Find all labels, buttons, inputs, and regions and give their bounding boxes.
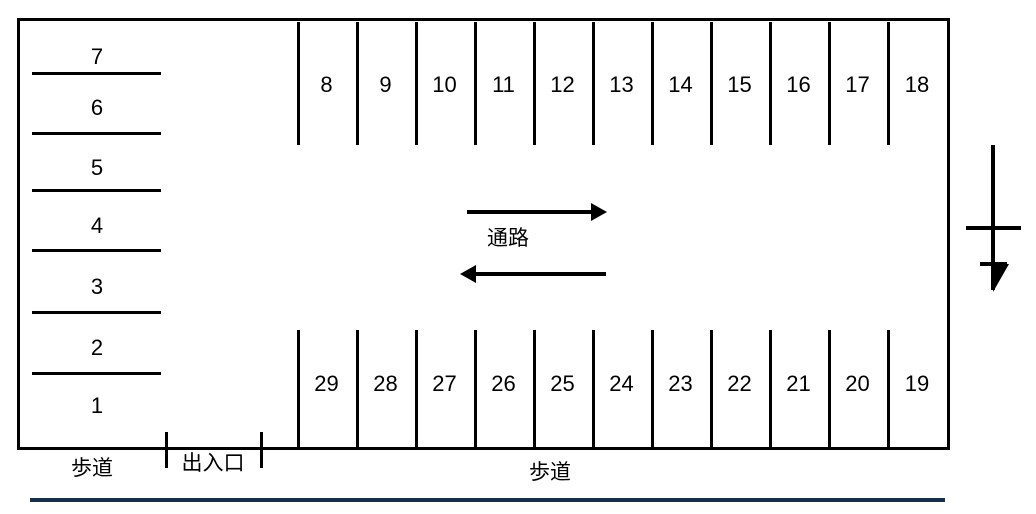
left-stall-divider-2: [32, 132, 161, 135]
top-row-divider-5: [592, 22, 595, 145]
arrow-left-icon: [460, 265, 476, 283]
top-row-divider-2: [415, 22, 418, 145]
left-stall-label-1: 1: [90, 393, 104, 418]
stall-label-8: 8: [320, 72, 333, 97]
stall-label-23: 23: [668, 371, 693, 396]
bottom-row-divider-4: [533, 330, 536, 447]
top-row-divider-9: [828, 22, 831, 145]
aisle-arrow-right: [467, 203, 607, 221]
left-stall-divider-3: [32, 189, 161, 192]
bottom-row-divider-7: [710, 330, 713, 447]
lot-boundary: [17, 18, 950, 450]
left-stall-label-2: 2: [90, 335, 104, 360]
arrow-left-shaft: [474, 272, 606, 276]
arrow-right-shaft: [467, 210, 593, 214]
stall-label-20: 20: [845, 371, 870, 396]
left-stall-divider-4: [32, 249, 161, 252]
bottom-row-divider-9: [828, 330, 831, 447]
left-stall-label-5: 5: [90, 155, 104, 180]
left-stall-divider-6: [32, 372, 161, 375]
stall-label-10: 10: [432, 72, 457, 97]
top-row-divider-0: [297, 22, 300, 145]
stall-label-29: 29: [314, 371, 339, 396]
top-row-divider-3: [474, 22, 477, 145]
top-row-divider-7: [710, 22, 713, 145]
entrance-tick-right: [260, 432, 263, 468]
stall-label-22: 22: [727, 371, 752, 396]
stall-label-24: 24: [609, 371, 634, 396]
stall-label-25: 25: [550, 371, 575, 396]
stall-label-9: 9: [379, 72, 392, 97]
left-stall-label-3: 3: [90, 274, 104, 299]
bottom-row-divider-8: [769, 330, 772, 447]
top-row-divider-8: [769, 22, 772, 145]
stall-label-15: 15: [727, 72, 752, 97]
left-stall-label-6: 6: [90, 95, 104, 120]
bottom-row-divider-6: [651, 330, 654, 447]
stall-label-14: 14: [668, 72, 693, 97]
bottom-row-divider-2: [415, 330, 418, 447]
entrance-tick-left: [165, 432, 168, 468]
top-row-divider-6: [651, 22, 654, 145]
bottom-row-divider-5: [592, 330, 595, 447]
stall-label-17: 17: [845, 72, 870, 97]
left-stall-divider-5: [32, 311, 161, 314]
aisle-arrow-left: [460, 265, 608, 283]
stall-label-18: 18: [904, 72, 930, 97]
stall-label-21: 21: [786, 371, 811, 396]
stall-label-16: 16: [786, 72, 811, 97]
bottom-row-divider-10: [887, 330, 890, 447]
bottom-row-divider-1: [356, 330, 359, 447]
arrow-right-icon: [591, 203, 607, 221]
caption-sidewalk-main: 歩道: [529, 461, 571, 484]
bottom-rule: [30, 498, 945, 502]
stall-label-13: 13: [609, 72, 634, 97]
top-row-divider-4: [533, 22, 536, 145]
left-stall-divider-1: [32, 72, 161, 75]
stall-label-11: 11: [492, 72, 515, 97]
stall-label-26: 26: [491, 371, 516, 396]
stall-label-28: 28: [373, 371, 398, 396]
left-stall-label-4: 4: [90, 213, 104, 238]
stall-label-19: 19: [904, 371, 930, 396]
aisle-label: 通路: [487, 227, 529, 250]
stall-label-12: 12: [550, 72, 575, 97]
compass-south-arrow-icon: [963, 140, 1023, 300]
caption-entrance: 出入口: [181, 452, 245, 475]
caption-sidewalk-left: 歩道: [71, 457, 113, 480]
bottom-row-divider-0: [297, 330, 300, 447]
top-row-divider-10: [887, 22, 890, 145]
left-stall-label-7: 7: [90, 44, 104, 69]
bottom-row-divider-3: [474, 330, 477, 447]
stall-label-27: 27: [432, 371, 457, 396]
top-row-divider-1: [356, 22, 359, 145]
